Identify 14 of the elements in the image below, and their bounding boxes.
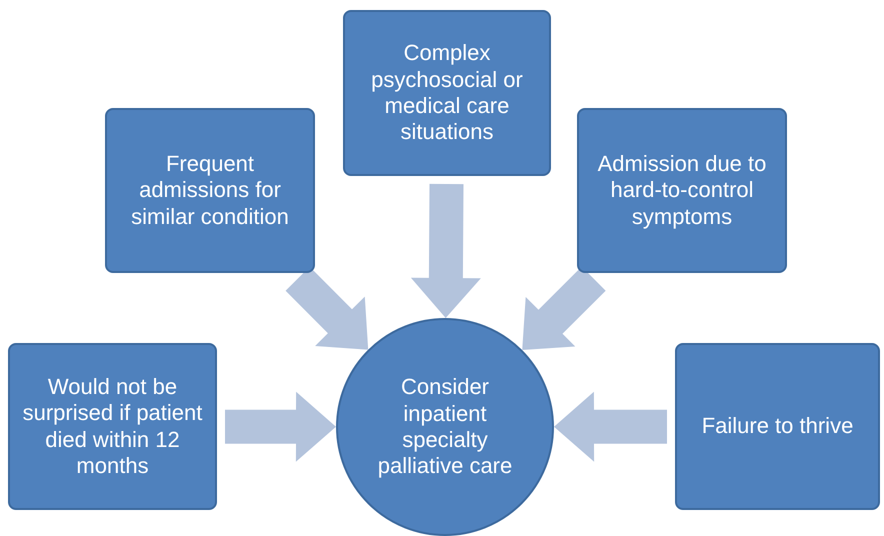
criterion-box (577, 108, 787, 273)
node-text: Would not be surprised if patient died within 12 months (22, 374, 204, 480)
block-arrow (410, 184, 481, 318)
block-arrow (225, 392, 336, 462)
criterion-box (8, 343, 217, 510)
criterion-box (343, 10, 551, 176)
node-text: Consider inpatient specialty palliative care (376, 374, 514, 480)
criterion-box (105, 108, 315, 273)
node-text: Failure to thrive (702, 413, 854, 440)
node-text: Complex psychosocial or medical care situations (370, 40, 524, 146)
node-text: Admission due to hard-to-control symptoms (596, 150, 768, 230)
node-text: Frequent admissions for similar condition (130, 150, 290, 230)
criterion-box (675, 343, 880, 510)
block-arrow (554, 392, 667, 462)
